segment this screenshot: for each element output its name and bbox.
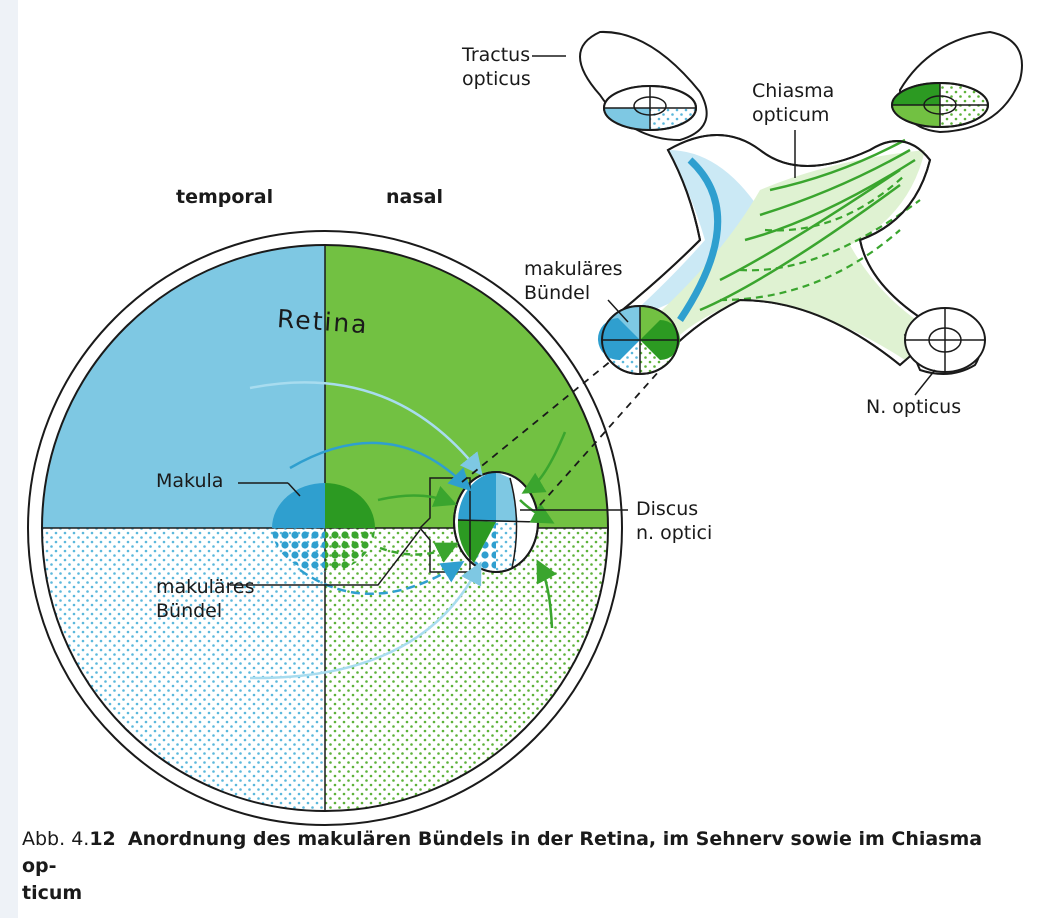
label-chiasma-line2: opticum [752, 104, 829, 127]
label-discus-line1: Discus [636, 498, 698, 521]
label-nasal: nasal [386, 186, 443, 209]
label-temporal: temporal [176, 186, 273, 209]
label-makula: Makula [156, 470, 223, 493]
optic-nerve-left-section [598, 306, 680, 374]
macula [272, 483, 375, 572]
label-makulares-top-line2: Bündel [524, 282, 590, 305]
label-makulares-top-line1: makuläres [524, 258, 623, 281]
label-tractus-line2: opticus [462, 68, 531, 91]
label-makulares-left-line2: Bündel [156, 600, 222, 623]
label-retina: Retina [276, 307, 369, 336]
caption-number: 12 [89, 828, 115, 850]
tractus-left [580, 32, 707, 140]
label-tractus-line1: Tractus [462, 44, 530, 67]
tractus-right [892, 32, 1022, 132]
optic-nerve-right-section [905, 308, 985, 374]
caption-text-line2: ticum [22, 882, 82, 904]
label-chiasma-line1: Chiasma [752, 80, 834, 103]
label-discus-line2: n. optici [636, 522, 712, 545]
label-makulares-left-line1: makuläres [156, 576, 255, 599]
optic-disc [454, 472, 538, 572]
caption-text: Anordnung des makulären Bündels in der R… [22, 828, 982, 877]
label-n-opticus: N. opticus [866, 396, 961, 419]
figure-caption: Abb. 4.12 Anordnung des makulären Bündel… [22, 826, 1022, 907]
caption-prefix: Abb. 4. [22, 828, 89, 850]
